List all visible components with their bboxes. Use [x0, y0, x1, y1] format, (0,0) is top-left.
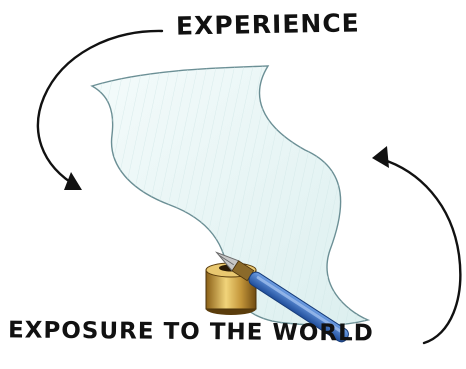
exposure-to-the-world-label: EXPOSURE TO THE WORLD: [8, 319, 374, 345]
experience-label: EXPERIENCE: [176, 10, 360, 38]
exposure-arrowhead: [372, 146, 389, 168]
exposure-arrow: [378, 158, 460, 343]
